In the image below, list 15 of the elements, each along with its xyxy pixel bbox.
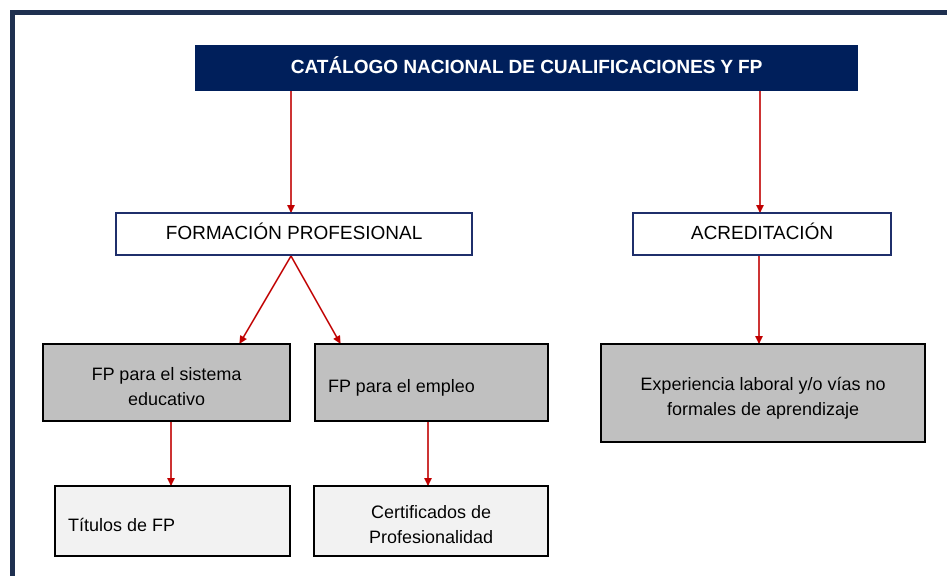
arrow: [756, 91, 764, 213]
process-box: Experiencia laboral y/o vías no formales de aprendizaje: [600, 343, 926, 443]
result-box: Certificados de Profesionalidad: [313, 485, 549, 557]
arrow: [287, 91, 295, 213]
category-box: ACREDITACIÓN: [632, 212, 892, 256]
category-box: FORMACIÓN PROFESIONAL: [115, 212, 473, 256]
header-box: CATÁLOGO NACIONAL DE CUALIFICACIONES Y FP: [195, 45, 858, 91]
arrow: [239, 256, 292, 344]
process-box: FP para el sistema educativo: [42, 343, 291, 422]
arrow: [290, 256, 341, 344]
result-box: Títulos de FP: [54, 485, 291, 557]
arrow: [755, 256, 763, 344]
arrow: [167, 422, 175, 486]
arrow: [424, 422, 432, 486]
process-box: FP para el empleo: [314, 343, 549, 422]
